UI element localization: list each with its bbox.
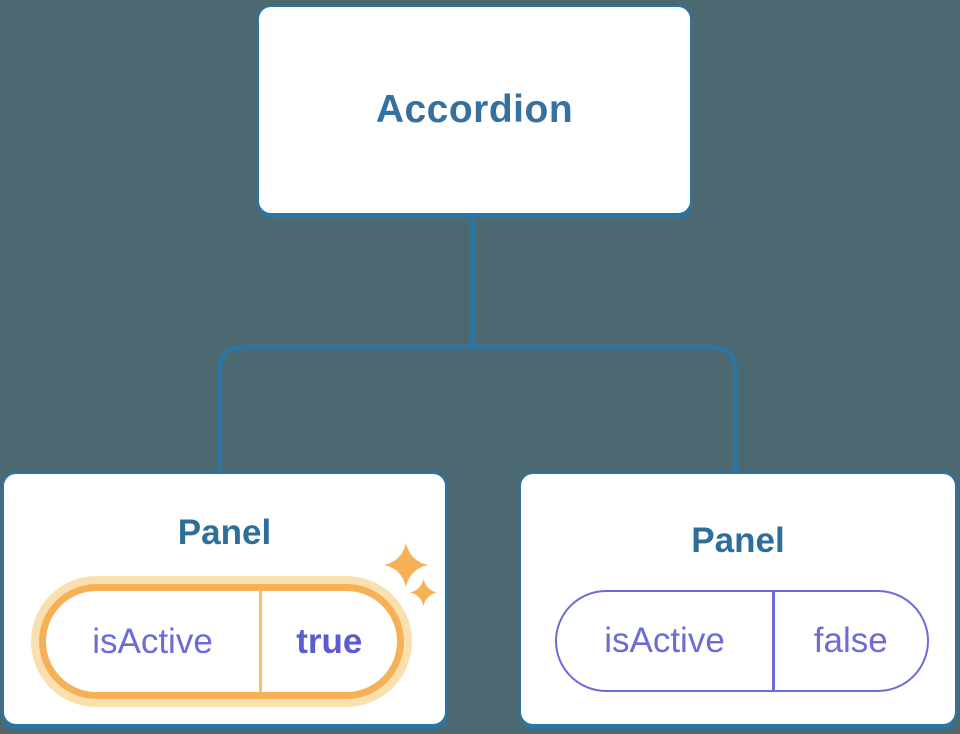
sparkle-icon [384,543,428,587]
pill-divider [772,592,775,690]
state-pill-active: isActive true [39,584,404,699]
accordion-node-label: Accordion [375,88,574,131]
state-pill-inactive: isActive false [555,590,929,692]
accordion-node: Accordion [257,5,692,215]
pill-divider [259,591,262,692]
panel-title: Panel [691,521,785,560]
prop-value: true [296,621,363,661]
sparkle-icon [410,579,437,606]
prop-name: isActive [604,621,725,660]
prop-name: isActive [92,621,213,661]
prop-value: false [813,621,888,660]
panel-node-active: Panel isActive true [2,472,447,726]
panel-title: Panel [177,513,272,552]
panel-node-inactive: Panel isActive false [519,472,957,726]
